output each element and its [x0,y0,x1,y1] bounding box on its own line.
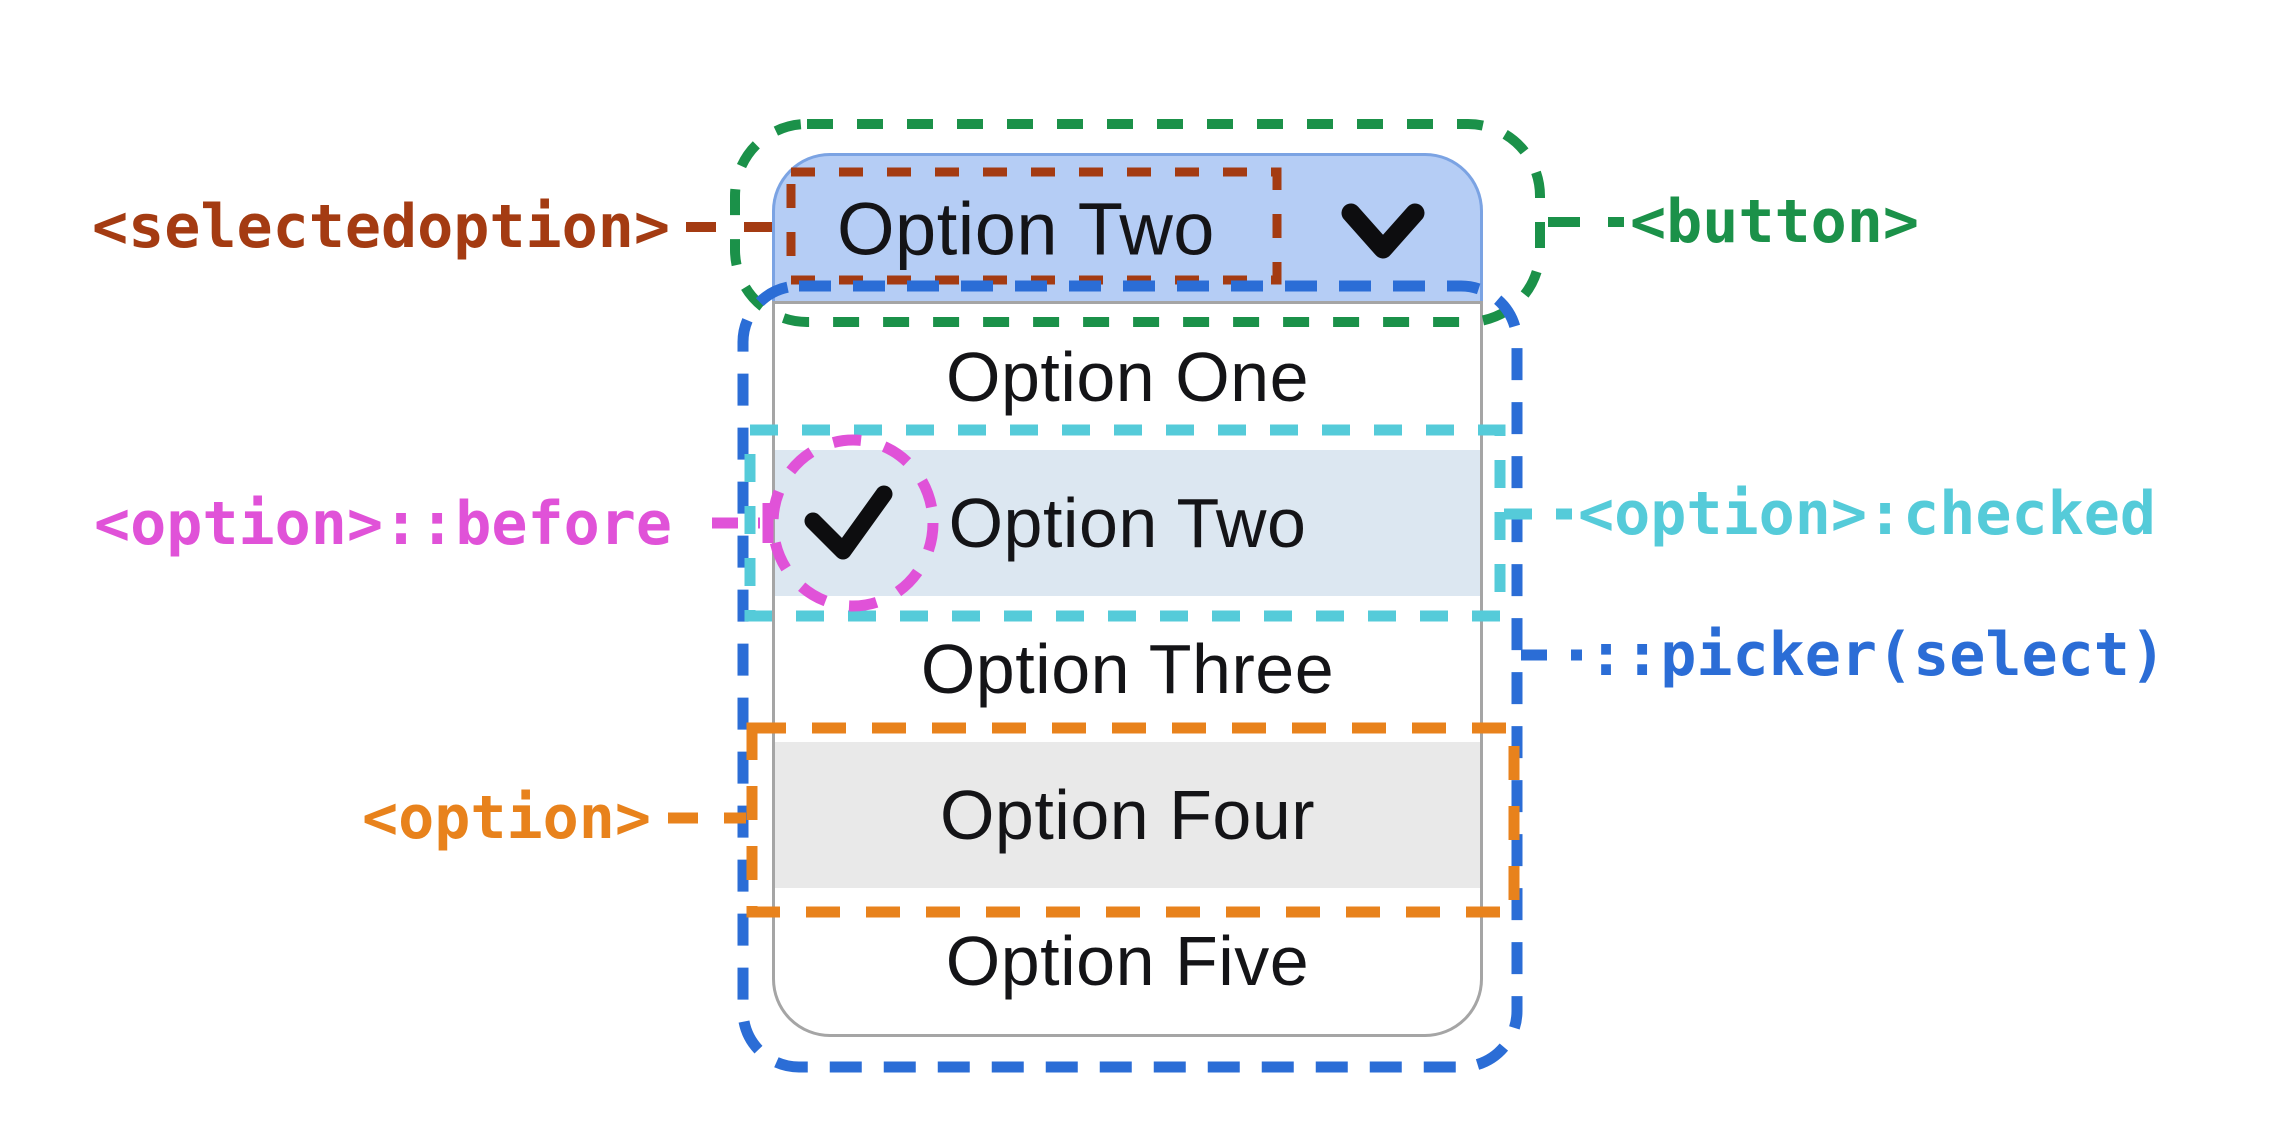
annotation-option-label: <option> [362,783,651,853]
option-item-3[interactable]: Option Three [775,596,1480,742]
select-button[interactable]: Option Two [772,153,1483,301]
option-label: Option Four [939,776,1316,854]
option-label: Option One [946,338,1309,416]
option-item-1[interactable]: Option One [775,304,1480,450]
annotation-option-checked-label: <option>:checked [1578,479,2156,549]
option-item-4-highlighted[interactable]: Option Four [775,742,1480,888]
option-item-2-checked[interactable]: Option Two [775,450,1480,596]
annotation-button-label: <button> [1630,187,1919,257]
option-label: Option Five [945,922,1310,1000]
select-picker-panel: Option One Option Two Option Three Optio… [772,301,1483,1037]
option-label: Option Three [920,630,1335,708]
annotation-option-before-label: <option>::before [94,489,672,559]
option-item-5[interactable]: Option Five [775,888,1480,1034]
annotation-selectedoption-label: <selectedoption> [92,192,670,262]
option-label: Option Two [948,484,1307,562]
selected-option-label: Option Two [837,187,1215,270]
annotation-picker-label: ::picker(select) [1588,620,2166,690]
